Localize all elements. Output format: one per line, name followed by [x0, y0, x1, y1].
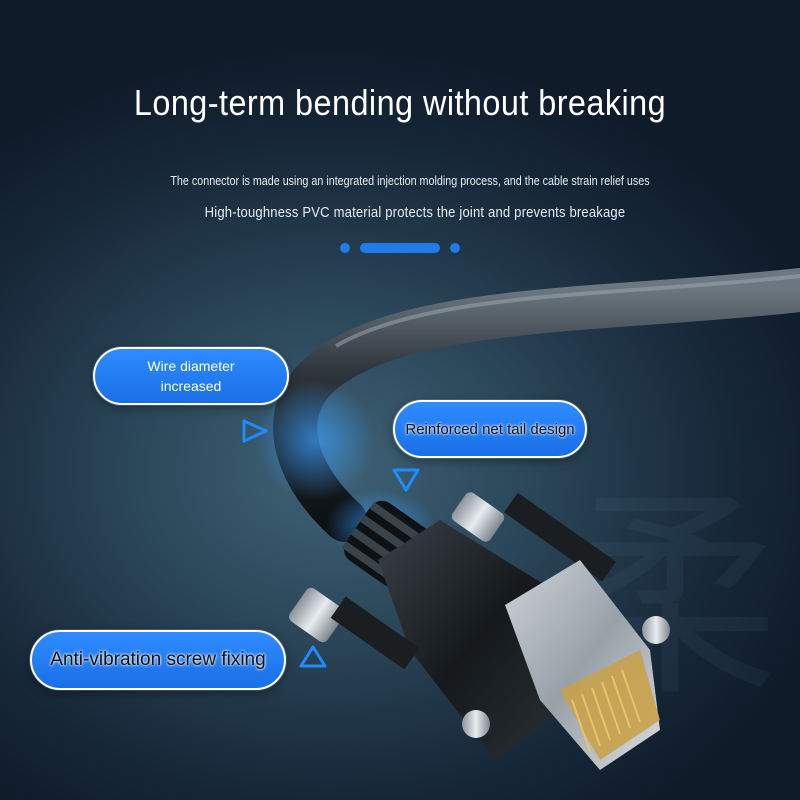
divider-bar — [360, 243, 440, 253]
screw-right — [451, 492, 670, 644]
screw-left — [289, 587, 490, 738]
arrow-up-icon — [299, 645, 327, 668]
arrow-right-icon — [242, 419, 268, 443]
callout-screw-fixing-text: Anti-vibration screw fixing — [50, 649, 266, 670]
decorative-divider — [0, 243, 800, 253]
connector-body — [378, 520, 575, 760]
callout-wire-diameter: Wire diameter increased — [93, 347, 289, 405]
divider-dot-left — [340, 243, 350, 253]
subtitle-line-1: The connector is made using an integrate… — [170, 174, 650, 188]
subtitle-line-2: High-toughness PVC material protects the… — [204, 205, 626, 221]
headline: Long-term bending without breaking — [133, 82, 667, 123]
callout-net-tail-text: Reinforced net tail design — [405, 420, 575, 438]
divider-dot-right — [450, 243, 460, 253]
arrow-down-icon — [392, 468, 420, 492]
callout-screw-fixing: Anti-vibration screw fixing — [30, 630, 286, 690]
callout-net-tail: Reinforced net tail design — [393, 400, 587, 458]
cable-highlight — [334, 274, 800, 348]
callout-wire-diameter-text: Wire diameter increased — [147, 358, 235, 394]
